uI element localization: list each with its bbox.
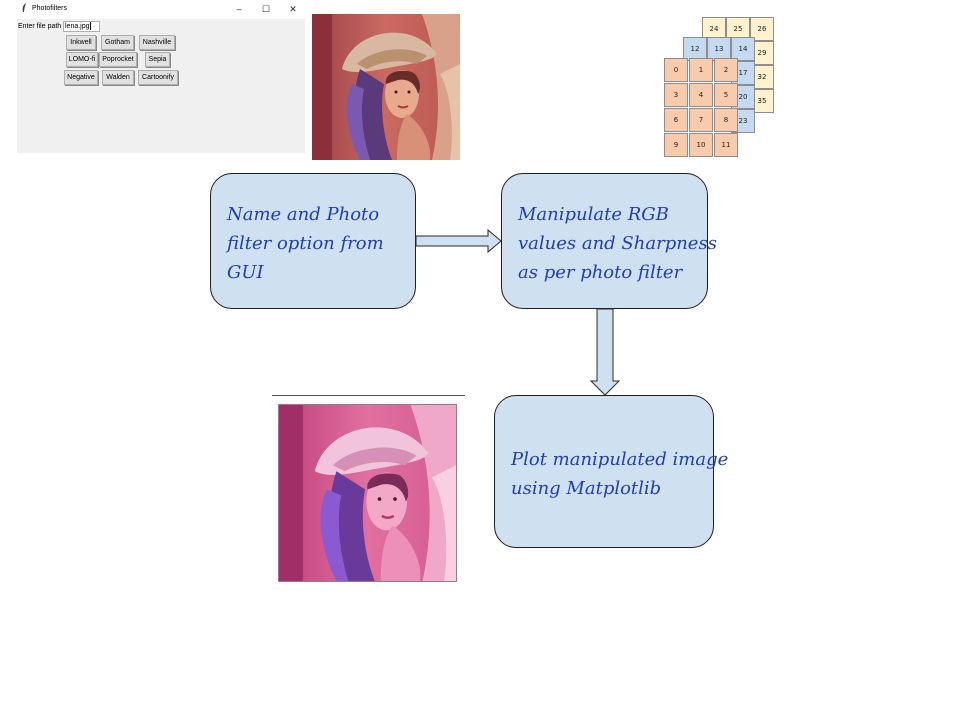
photofilters-window: Photofilters – ☐ ✕ Enter file path lena.…: [17, 0, 305, 153]
step-plot-line: Plot manipulated image: [511, 449, 729, 470]
matrix-cell: 4: [689, 83, 713, 107]
arrow-right: [415, 228, 502, 254]
step-manipulate-line: Manipulate RGB: [518, 204, 669, 225]
matrix-cell: 3: [664, 83, 688, 107]
nashville-button[interactable]: Nashville: [139, 35, 175, 50]
filtered-photo-image: [279, 405, 456, 581]
step-plot-line: using Matplotlib: [511, 478, 662, 499]
arrow-down: [589, 308, 621, 396]
lomo-fi-button[interactable]: LOMO-fi: [66, 52, 98, 67]
matrix-cell: 10: [689, 133, 713, 157]
poprocket-button[interactable]: Poprocket: [99, 52, 137, 67]
feather-icon: [22, 3, 26, 12]
matrix-cell: 11: [714, 133, 738, 157]
file-path-label: Enter file path: [18, 23, 62, 30]
plot-divider: [272, 395, 465, 396]
original-photo-image: [312, 14, 460, 160]
window-title: Photofilters: [32, 5, 68, 12]
inkwell-button[interactable]: Inkwell: [66, 35, 96, 50]
step-manipulate-box: Manipulate RGB values and Sharpness as p…: [501, 173, 717, 309]
minimize-icon[interactable]: –: [236, 4, 242, 14]
file-path-value: lena.jpg: [65, 23, 90, 30]
maximize-icon[interactable]: ☐: [261, 4, 271, 14]
text-cursor: [89, 22, 91, 31]
original-photo: [312, 14, 460, 160]
window-titlebar: Photofilters – ☐ ✕: [17, 0, 305, 19]
step-plot-box: Plot manipulated image using Matplotlib: [494, 395, 729, 548]
matrix-cell: 9: [664, 133, 688, 157]
matrix-cell: 8: [714, 108, 738, 132]
matrix-cell: 5: [714, 83, 738, 107]
matrix-cell: 1: [689, 58, 713, 82]
sepia-button[interactable]: Sepia: [145, 52, 170, 67]
walden-button[interactable]: Walden: [102, 70, 134, 85]
step-input-line: GUI: [227, 262, 264, 283]
gotham-button[interactable]: Gotham: [101, 35, 134, 50]
matrix-cell: 7: [689, 108, 713, 132]
matrix-cell: 0: [664, 58, 688, 82]
close-icon[interactable]: ✕: [289, 4, 297, 14]
negative-button[interactable]: Negative: [64, 70, 98, 85]
matrix-cell: 2: [714, 58, 738, 82]
matrix-cell: 14: [731, 37, 755, 61]
matrix-cell: 6: [664, 108, 688, 132]
step-manipulate-line: values and Sharpness: [518, 233, 717, 254]
filtered-photo: [278, 404, 457, 582]
step-input-line: filter option from: [227, 233, 384, 254]
step-input-line: Name and Photo: [227, 204, 380, 225]
step-manipulate-line: as per photo filter: [518, 262, 683, 283]
step-input-box: Name and Photo filter option from GUI: [210, 173, 416, 309]
file-path-input[interactable]: lena.jpg: [63, 21, 100, 32]
cartoonify-button[interactable]: Cartoonify: [138, 70, 178, 85]
